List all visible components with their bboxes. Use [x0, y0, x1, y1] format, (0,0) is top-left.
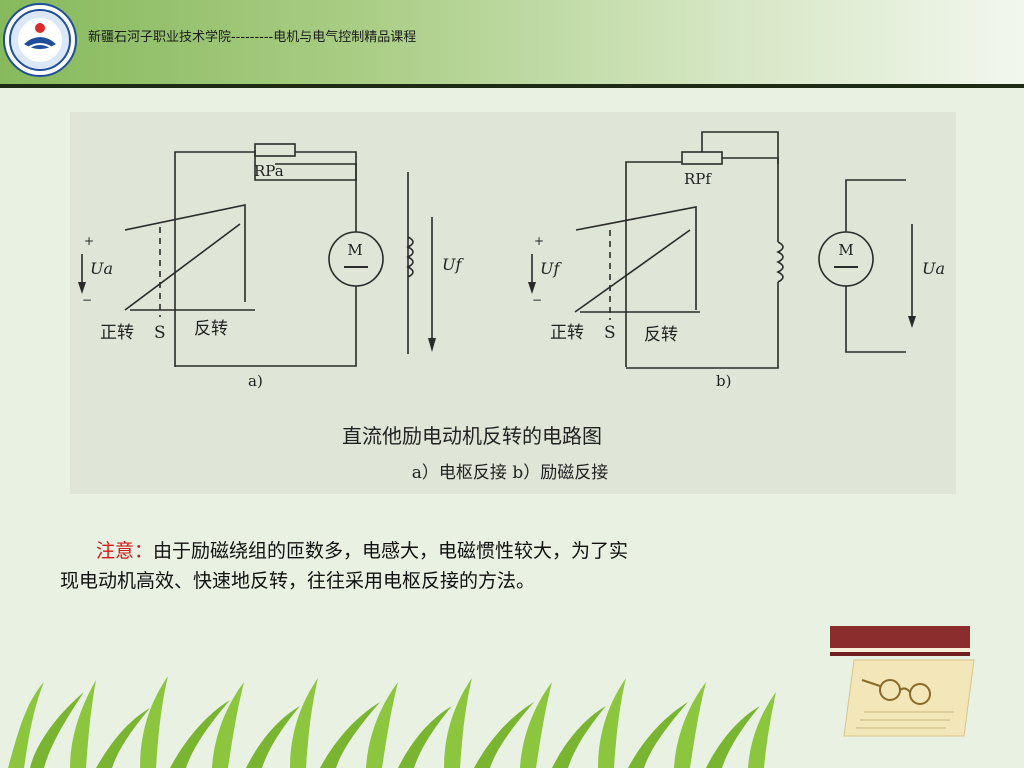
header-bar: 新疆石河子职业技术学院---------电机与电气控制精品课程 — [0, 0, 1024, 84]
reverse-b-label: 反转 — [644, 325, 678, 345]
armature-b-bottom-lead — [845, 286, 906, 353]
header-title: 新疆石河子职业技术学院---------电机与电气控制精品课程 — [88, 30, 417, 45]
ua-b-arrow-head — [908, 316, 916, 328]
minus-b: − — [532, 293, 542, 307]
college-logo — [3, 3, 77, 77]
reverse-a-label: 反转 — [194, 319, 228, 339]
circuit-b-top-lead — [722, 157, 779, 242]
minus-a: − — [82, 293, 92, 307]
motor-b-label: M — [838, 241, 853, 259]
forward-a-label: 正转 — [100, 323, 134, 343]
circuit-a-supply-top — [124, 204, 246, 302]
field-a-coil — [406, 236, 414, 278]
circuit-diagram: M M RPa RPf Ua Uf Uf Ua + − + − 正转 S 反转 … — [78, 131, 945, 483]
note-line-2: 现电动机高效、快速地反转，往往采用电枢反接的方法。 — [60, 570, 536, 592]
armature-voltage-b-label: Ua — [922, 259, 945, 278]
motor-a-brush-bar — [344, 266, 368, 268]
uf-a-arrow-head — [428, 338, 436, 352]
switch-b-blade — [574, 229, 691, 313]
figure-caption-sub: a）电枢反接 b）励磁反接 — [412, 463, 608, 483]
diagram-a-label: a) — [248, 372, 263, 390]
rheostat-a-body — [254, 143, 296, 157]
supply-a-label: Ua — [90, 259, 113, 278]
ua-a-arrow-head — [78, 282, 86, 294]
diagram-b-label: b) — [716, 372, 731, 390]
switch-a-label: S — [154, 323, 166, 343]
note-label: 注意： — [96, 540, 154, 562]
supply-b-label: Uf — [540, 259, 562, 278]
circuit-a-bottom-lead — [175, 286, 357, 367]
circuit-b-supply-top — [575, 206, 697, 310]
note-paragraph: 注意：由于励磁绕组的匝数多，电感大，电磁惯性较大，为了实 现电动机高效、快速地反… — [60, 536, 840, 596]
uf-b-arrow-head — [528, 282, 536, 294]
armature-b-top-lead — [845, 179, 906, 232]
switch-b-label: S — [604, 323, 616, 343]
field-b-coil — [776, 241, 784, 283]
grass-decoration — [8, 676, 776, 768]
circuit-figure: M M RPa RPf Ua Uf Uf Ua + − + − 正转 S 反转 … — [70, 112, 956, 494]
header-divider — [0, 84, 1024, 88]
note-text-1: 由于励磁绕组的匝数多，电感大，电磁惯性较大，为了实 — [153, 540, 629, 562]
circuit-a-top-lead — [295, 151, 357, 232]
plus-b: + — [534, 234, 544, 248]
rheostat-b-tap-lead — [701, 131, 779, 164]
circuit-b-bottom-lead — [626, 282, 779, 369]
note-line-1: 注意：由于励磁绕组的匝数多，电感大，电磁惯性较大，为了实 — [60, 536, 840, 566]
field-voltage-a-label: Uf — [442, 255, 464, 274]
switch-a-blade — [124, 223, 241, 311]
circuit-a-left-lead — [174, 151, 255, 367]
rheostat-a-label: RPa — [254, 162, 284, 180]
plus-a: + — [84, 234, 94, 248]
forward-b-label: 正转 — [550, 323, 584, 343]
rheostat-b-label: RPf — [684, 170, 712, 188]
figure-caption-title: 直流他励电动机反转的电路图 — [342, 424, 602, 448]
rheostat-b-body — [681, 151, 723, 165]
motor-b-brush-bar — [834, 266, 858, 268]
book-and-glasses-decoration — [830, 626, 975, 737]
circuit-b-left-lead — [625, 161, 682, 367]
motor-a-label: M — [347, 241, 362, 259]
